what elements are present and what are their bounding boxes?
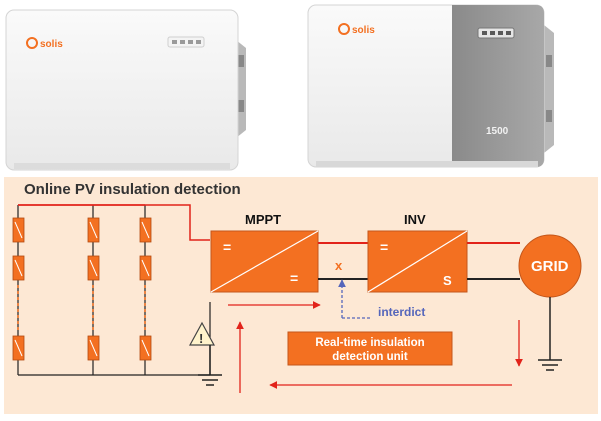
right-inverter-image: solis 1500: [307, 4, 554, 168]
pv-module: [87, 335, 100, 361]
grid-label: GRID: [531, 258, 569, 275]
right-brand-text: solis: [352, 25, 375, 36]
mppt-label: MPPT: [245, 212, 281, 227]
grid-node: GRID: [518, 234, 582, 298]
left-ground-icon: [198, 345, 222, 386]
pv-string-continuation: [17, 285, 146, 333]
pv-module: [12, 335, 25, 361]
left-brand-logo: solis: [26, 37, 63, 50]
grid-ground-icon: [538, 297, 562, 371]
inverter-block: = S: [367, 230, 468, 293]
pv-module: [12, 217, 25, 243]
detection-unit-line2: detection unit: [332, 351, 408, 363]
mppt-symbol-top: =: [223, 239, 231, 255]
diagram-title: Online PV insulation detection: [24, 181, 241, 198]
left-status-leds: [167, 36, 205, 48]
pv-module: [12, 255, 25, 281]
mppt-converter-block: = =: [210, 230, 319, 293]
left-inverter-image: solis: [5, 9, 246, 171]
warning-icon: !: [188, 321, 216, 346]
right-model-label: 1500: [486, 126, 509, 137]
pv-module: [139, 335, 152, 361]
pv-module: [87, 217, 100, 243]
detection-unit-line1: Real-time insulation: [315, 337, 424, 349]
warning-mark: !: [199, 331, 203, 346]
pv-module: [87, 255, 100, 281]
mppt-symbol-bottom: =: [290, 270, 298, 286]
left-brand-text: solis: [40, 39, 63, 50]
pv-module: [139, 255, 152, 281]
pv-module: [139, 217, 152, 243]
inv-symbol-bottom: S: [443, 273, 452, 288]
right-status-leds: [477, 27, 515, 39]
relay-switch-mark: x: [335, 258, 343, 273]
inv-label: INV: [404, 212, 426, 227]
sun-logo-icon: [26, 37, 38, 49]
sun-logo-icon: [338, 23, 350, 35]
interdict-label: interdict: [378, 305, 425, 319]
inv-symbol-top: =: [380, 239, 388, 255]
right-brand-logo: solis: [338, 23, 375, 36]
detection-unit-box: Real-time insulation detection unit: [287, 331, 453, 366]
